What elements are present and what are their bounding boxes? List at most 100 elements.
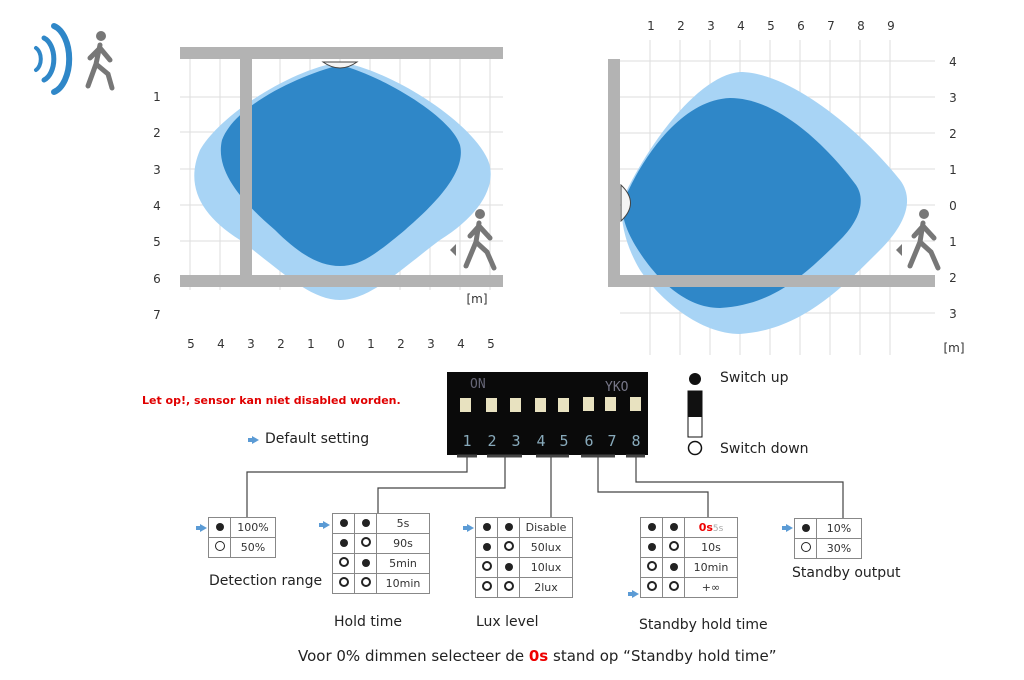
table-row: 5s [332, 513, 430, 534]
table-cell [475, 577, 498, 598]
dip-number: 5 [559, 432, 568, 450]
x-tick: 1 [647, 19, 655, 33]
default-arrow-icon [782, 524, 793, 532]
switch-up-icon [361, 559, 370, 567]
table-cell [794, 518, 817, 539]
table-row: 0s5s [640, 517, 738, 538]
hold-time-table: 5s 90s 5min 10min [332, 513, 430, 594]
table-cell [662, 537, 685, 558]
table-row: 10% [794, 518, 862, 539]
table-cell [475, 557, 498, 578]
dip-number: 2 [487, 432, 496, 450]
x-tick: 1 [307, 337, 315, 351]
x-tick: 3 [707, 19, 715, 33]
switch-down-icon [338, 577, 349, 587]
standby-output-table: 10% 30% [794, 518, 862, 559]
dip-number: 1 [462, 432, 471, 450]
table-cell: 10min [684, 557, 738, 578]
table-cell: 2lux [519, 577, 573, 598]
right-inner-detection-zone [622, 98, 861, 308]
x-tick: 1 [367, 337, 375, 351]
y-tick: 2 [153, 126, 161, 140]
default-arrow-icon [319, 521, 330, 529]
walking-person-icon [85, 31, 115, 91]
switch-down-icon [481, 581, 492, 591]
switch-down-icon [503, 581, 514, 591]
switch-down-icon [338, 557, 349, 567]
footer-note: Voor 0% dimmen selecteer de 0s stand op … [298, 647, 777, 665]
y-tick: 1 [153, 90, 161, 104]
default-arrow-icon [248, 436, 259, 444]
walking-person-icon [450, 209, 497, 271]
table-cell [354, 533, 377, 554]
left-walls [180, 47, 503, 287]
y-tick: 7 [153, 308, 161, 322]
default-arrow-icon [628, 590, 639, 598]
switch-down-icon [668, 581, 679, 591]
dip-toggle-4 [535, 398, 546, 412]
switch-up-icon [669, 563, 678, 571]
x-tick: 5 [767, 19, 775, 33]
switch-up-icon [361, 519, 370, 527]
table-cell [332, 573, 355, 594]
table-cell: 10% [816, 518, 862, 539]
table-row: 50lux [475, 537, 573, 558]
switch-up-icon [647, 543, 656, 551]
table-cell [332, 553, 355, 574]
unit-label: [m] [466, 292, 487, 306]
table-cell [640, 517, 663, 538]
dip-toggles [460, 397, 641, 412]
table-cell: +∞ [684, 577, 738, 598]
table-row: +∞ [640, 577, 738, 598]
table-row: 5min [332, 553, 430, 574]
x-tick: 7 [827, 19, 835, 33]
switch-up-icon [504, 523, 513, 531]
table-row: 50% [208, 537, 276, 558]
hold-time-title: Hold time [334, 614, 402, 630]
table-cell [497, 537, 520, 558]
dip-number: 4 [536, 432, 545, 450]
y-tick: 3 [949, 307, 957, 321]
unit-label: [m] [943, 341, 964, 355]
dip-switch-body [447, 372, 648, 455]
table-cell [794, 538, 817, 559]
table-cell [640, 557, 663, 578]
right-sensor-icon [620, 183, 631, 223]
table-cell [332, 513, 355, 534]
lux-level-table: Disable 50lux 10lux 2lux [475, 517, 573, 598]
table-cell [354, 513, 377, 534]
table-cell [497, 557, 520, 578]
table-cell [640, 537, 663, 558]
y-tick: 6 [153, 272, 161, 286]
standby-hold-table: 0s5s 10s 10min +∞ [640, 517, 738, 598]
left-inner-detection-zone [220, 65, 461, 266]
dip-number: 3 [511, 432, 520, 450]
table-cell [497, 517, 520, 538]
x-tick: 3 [247, 337, 255, 351]
table-cell [332, 533, 355, 554]
dip-on-label: ON [470, 377, 486, 392]
table-cell [475, 537, 498, 558]
table-row: 2lux [475, 577, 573, 598]
table-row: 90s [332, 533, 430, 554]
x-tick: 0 [337, 337, 345, 351]
left-sensor-icon [321, 61, 359, 69]
table-cell [662, 557, 685, 578]
dip-toggle-2 [486, 398, 497, 412]
default-arrow-icon [463, 524, 474, 532]
walking-person-icon [896, 209, 941, 271]
table-cell: 5s [376, 513, 430, 534]
sensor-wave-icon [34, 23, 73, 95]
table-cell: 100% [230, 517, 276, 538]
right-walls [608, 59, 935, 287]
y-tick: 1 [949, 235, 957, 249]
table-cell [662, 577, 685, 598]
table-cell [497, 577, 520, 598]
dip-toggle-8 [630, 397, 641, 411]
y-tick: 4 [153, 199, 161, 213]
x-tick: 9 [887, 19, 895, 33]
table-cell [662, 517, 685, 538]
switch-up-icon [482, 523, 491, 531]
x-tick: 4 [737, 19, 745, 33]
table-cell: 50% [230, 537, 276, 558]
